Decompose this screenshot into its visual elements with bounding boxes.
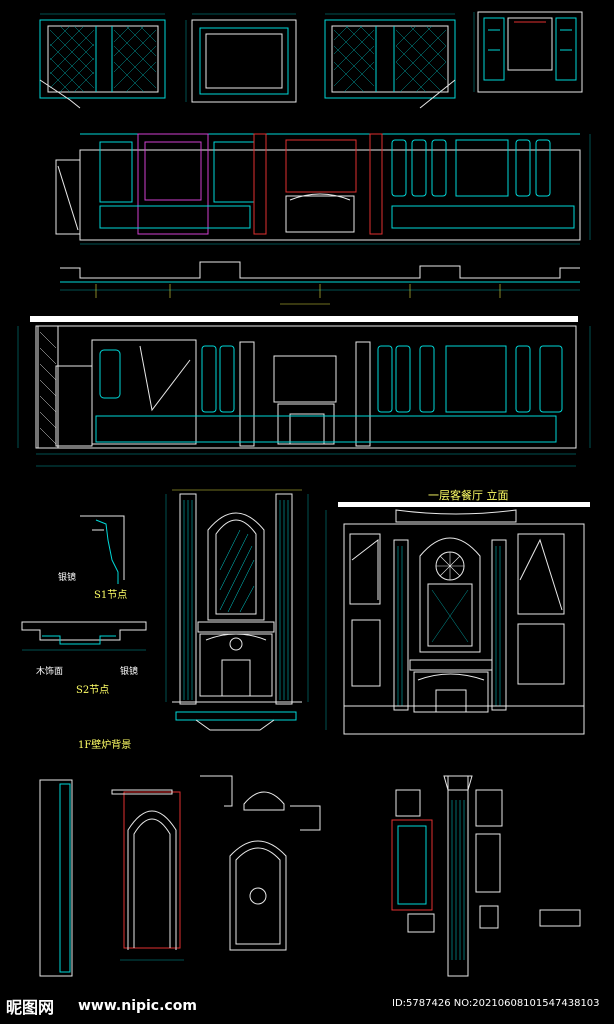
node-s1-label: S1节点 [94,590,128,601]
living-dining-elevation [325,502,590,735]
node-s2-label: S2节点 [76,685,110,696]
bottom-tall-panel [39,779,73,977]
watermark-id: ID:5787426 NO:20210608101547438103 [392,998,600,1009]
mirror-label-2: 银镜 [120,667,139,677]
elevation-title: 一层客餐厅 立面 [428,489,509,502]
top-elevation-1 [39,13,166,109]
wood-label: 木饰面 [36,667,64,677]
top-elevation-3 [324,13,456,109]
bottom-arch-door [111,789,184,961]
fireplace-title: 1F壁炉背景 [78,740,132,751]
bottom-column-details [391,775,581,977]
node-s2-detail [21,621,147,651]
long-plan-section [60,261,580,305]
watermark-url: www.nipic.com [78,998,197,1014]
wide-elevation [17,316,591,467]
long-elevation-upper [55,133,591,245]
node-s1-detail [80,515,125,584]
bottom-medallion-panel [200,775,321,951]
top-elevation-2 [185,13,297,103]
top-elevation-4 [473,11,583,93]
fireplace-elevation [165,489,309,731]
watermark-logo: 昵图网 [6,998,55,1017]
mirror-label-1: 银镜 [58,573,77,583]
